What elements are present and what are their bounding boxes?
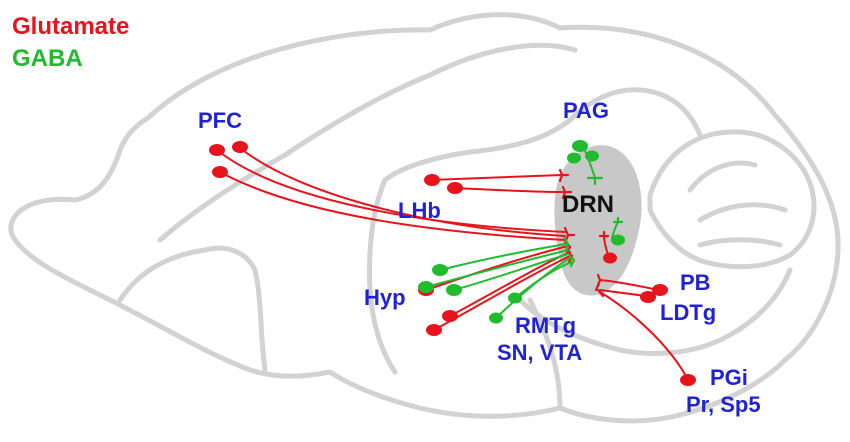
glutamate-projections bbox=[209, 141, 696, 386]
hyp-label: Hyp bbox=[364, 285, 406, 310]
lhb-neuron-2 bbox=[447, 182, 463, 194]
pgi-neuron bbox=[680, 374, 696, 386]
drn-label: DRN bbox=[562, 191, 614, 218]
pfc-neuron-1 bbox=[209, 144, 225, 156]
gaba-projections bbox=[418, 140, 625, 324]
pb-neuron-1 bbox=[652, 284, 668, 296]
hyp-axon-1 bbox=[425, 245, 569, 291]
pb-neuron-2 bbox=[640, 291, 656, 303]
pb-terminal bbox=[594, 273, 605, 298]
rmtg-neuron-1 bbox=[489, 312, 503, 324]
pgi-axon bbox=[599, 291, 689, 381]
rmtg-label-line2: SN, VTA bbox=[497, 340, 582, 365]
pfc-neuron-2 bbox=[232, 141, 248, 153]
pgi-label-line1: PGi bbox=[710, 365, 748, 390]
hyp-gaba-terminal bbox=[562, 236, 570, 252]
cerebellum-contour bbox=[647, 129, 817, 270]
pfc-label: PFC bbox=[198, 108, 242, 133]
hyp-gaba-neuron-1 bbox=[432, 264, 448, 276]
cerebellum-folium-3 bbox=[697, 237, 783, 248]
lhb-axon-2 bbox=[454, 187, 566, 193]
hyp-gaba-neuron-2 bbox=[418, 281, 434, 293]
rmtg-terminal bbox=[568, 254, 576, 268]
pfc-axon-1 bbox=[216, 149, 566, 233]
lhb-terminal-2 bbox=[561, 185, 573, 200]
drn-local-glu-terminal bbox=[598, 230, 610, 238]
pag-label: PAG bbox=[563, 98, 609, 123]
brain-outline bbox=[8, 12, 841, 424]
midbrain-boundary bbox=[382, 87, 703, 183]
pfc-neuron-3 bbox=[212, 166, 228, 178]
brain-outer-contour bbox=[8, 12, 841, 424]
rmtg-neuron-2 bbox=[508, 292, 522, 304]
pag-neuron-1 bbox=[572, 140, 588, 152]
pfc-axon-3 bbox=[219, 171, 566, 241]
drn-region bbox=[554, 145, 642, 296]
cerebellum-folium-2 bbox=[697, 202, 788, 223]
lhb-terminal-1 bbox=[558, 168, 570, 183]
pag-terminal bbox=[586, 176, 604, 186]
hyp-gaba-axon-1 bbox=[439, 243, 567, 271]
rmtg-axon-2 bbox=[514, 261, 573, 299]
pb-axon-2 bbox=[599, 289, 647, 297]
hyp-gaba-neuron-3 bbox=[446, 284, 462, 296]
pons-fold bbox=[527, 297, 563, 411]
pgi-label-line2: Pr, Sp5 bbox=[686, 392, 761, 417]
cerebellum-folium-1 bbox=[687, 160, 758, 193]
hyp-neuron-2 bbox=[426, 324, 442, 336]
pb-label-line2: LDTg bbox=[660, 300, 716, 325]
lhb-axon-1 bbox=[431, 174, 563, 181]
hyp-gaba-axon-3 bbox=[453, 253, 569, 291]
pag-neuron-2 bbox=[585, 150, 599, 162]
cortex-inner-fold bbox=[117, 245, 268, 373]
drn-local-gaba-terminal bbox=[612, 216, 624, 224]
thalamus-contour bbox=[367, 177, 398, 375]
hyp-neuron-3 bbox=[442, 310, 458, 322]
pfc-axon-2 bbox=[239, 147, 566, 237]
rmtg-label-line1: RMTg bbox=[515, 313, 576, 338]
hyp-gaba-axon-2 bbox=[425, 249, 569, 288]
brainstem-contour bbox=[517, 267, 793, 356]
drn-local-glu-neuron bbox=[603, 252, 617, 264]
drn-local-gaba-neuron bbox=[611, 234, 625, 246]
pb-label-line1: PB bbox=[680, 270, 711, 295]
lhb-neuron-1 bbox=[424, 174, 440, 186]
cortex-fold bbox=[157, 42, 578, 243]
lhb-label: LHb bbox=[398, 198, 441, 223]
pag-neuron-3 bbox=[567, 152, 581, 164]
legend-glutamate: Glutamate bbox=[12, 13, 129, 40]
legend-gaba: GABA bbox=[12, 45, 83, 72]
hyp-terminal-2 bbox=[566, 250, 574, 264]
